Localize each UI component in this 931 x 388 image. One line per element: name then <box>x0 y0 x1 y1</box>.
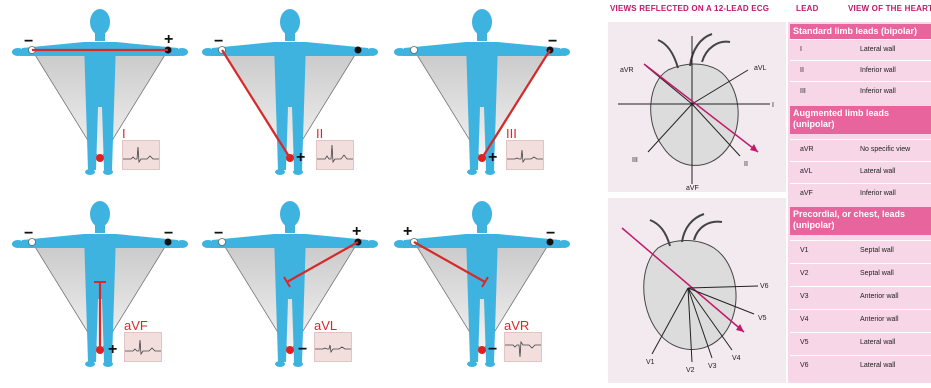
pos-sign-aVF: + <box>108 342 117 358</box>
precordial-v5-label: V5 <box>758 315 767 322</box>
precordial-v6-label: V6 <box>760 283 769 290</box>
axis-i-label: I <box>772 102 774 109</box>
lead-label-III: III <box>506 126 517 141</box>
views-reflected-panel: VIEWS REFLECTED ON A 12-LEAD ECG LEAD VI… <box>608 0 931 383</box>
neg-sign-aVL: − <box>214 226 223 242</box>
axis-iii-label: III <box>632 157 638 164</box>
axis-avf-label: aVF <box>686 185 699 192</box>
pos-sign-aVR: + <box>403 224 412 240</box>
lead-column-header: LEAD <box>796 0 819 18</box>
ecg-trace-aVL <box>314 332 352 362</box>
ecg-trace-aVR <box>504 332 542 362</box>
ecg-trace-III <box>506 140 544 170</box>
views-title: VIEWS REFLECTED ON A 12-LEAD ECG <box>610 0 769 18</box>
section-augmented-limb: Augmented limb leads (unipolar) <box>790 106 931 134</box>
axis-ii-label: II <box>744 161 748 168</box>
ecg-trace-I <box>122 140 160 170</box>
lead-label-aVR: aVR <box>504 318 529 333</box>
neg-bottom-sign-aVR: − <box>488 342 497 358</box>
precordial-v4-label: V4 <box>732 355 741 362</box>
neg-right-sign-aVR: − <box>546 226 555 242</box>
frontal-plane-heart: aVR aVL I II III aVF <box>608 22 786 192</box>
lead-label-aVF: aVF <box>124 318 148 333</box>
precordial-v3-label: V3 <box>708 363 717 370</box>
pos-sign-I: + <box>164 32 173 48</box>
axis-avl-label: aVL <box>754 65 767 72</box>
precordial-v2-label: V2 <box>686 367 695 374</box>
pos-sign-II: + <box>296 150 305 166</box>
axis-avr-label: aVR <box>620 67 634 74</box>
ecg-trace-II <box>316 140 354 170</box>
pos-sign-aVL: + <box>352 224 361 240</box>
pos-sign-III: + <box>488 150 497 166</box>
figure-lead-I <box>12 9 188 175</box>
einthoven-figures: − + − + − + − − + − + − + − − I II III a… <box>0 0 600 383</box>
lead-label-I: I <box>122 126 126 141</box>
section-precordial: Precordial, or chest, leads (unipolar) <box>790 207 931 235</box>
lead-label-II: II <box>316 126 323 141</box>
neg-bottom-sign-aVL: − <box>298 342 307 358</box>
horizontal-plane-heart: V1 V2 V3 V4 V5 V6 <box>608 198 786 383</box>
neg-left-sign-aVF: − <box>24 226 33 242</box>
section-standard-limb: Standard limb leads (bipolar) <box>790 24 931 39</box>
neg-sign-I: − <box>24 34 33 50</box>
view-column-header: VIEW OF THE HEART <box>848 0 931 18</box>
lead-label-aVL: aVL <box>314 318 337 333</box>
neg-sign-III: − <box>548 34 557 50</box>
figure-lead-aVR <box>394 201 570 367</box>
ecg-trace-aVF <box>124 332 162 362</box>
precordial-v1-label: V1 <box>646 359 655 366</box>
neg-sign-II: − <box>214 34 223 50</box>
neg-right-sign-aVF: − <box>164 226 173 242</box>
